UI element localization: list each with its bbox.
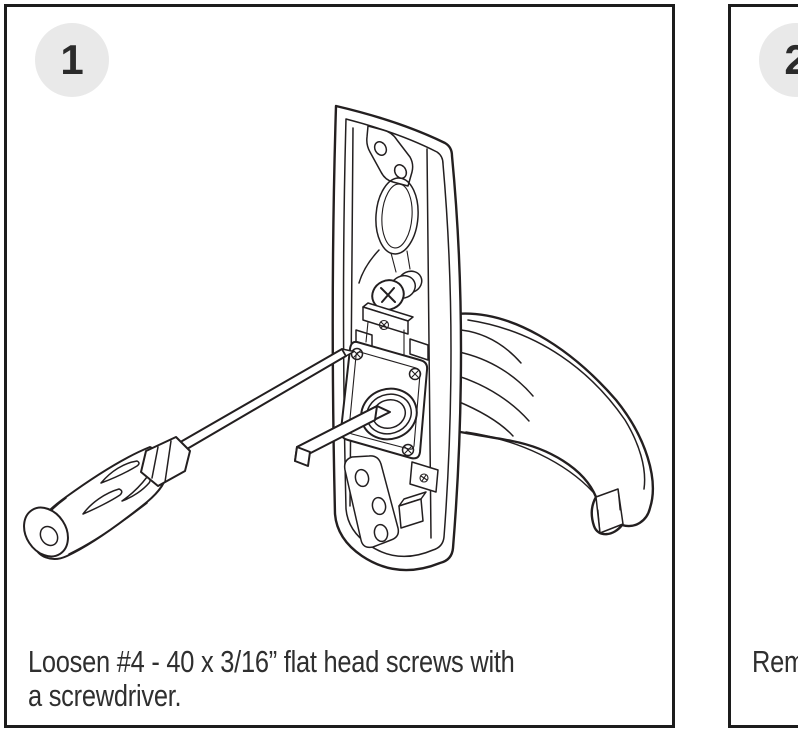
step-2-number-badge: 2 [759,23,798,97]
step-1-caption: Loosen #4 - 40 x 3/16” flat head screws … [28,645,515,713]
step-2-caption: Rem [752,645,798,679]
spring-cage-plate [339,340,429,460]
step-1-number: 1 [60,36,84,83]
lever-handle [453,312,654,536]
step-2-panel: 2 Rem [728,4,798,728]
step-2-number: 2 [784,36,798,83]
screwdriver-tip [341,348,355,357]
mounting-bracket [343,455,400,549]
screwdriver [23,348,355,560]
step-2-caption-line-1: Rem [752,644,798,679]
spindle-shaft [294,405,391,467]
step-1-caption-line-2: a screwdriver. [28,678,182,713]
installation-illustration [23,104,654,572]
step-1-number-badge: 1 [35,23,109,97]
escutcheon-plate [331,104,463,572]
pan-head-screw [371,270,423,311]
step-1-panel: 1 [4,4,675,728]
step-1-caption-line-1: Loosen #4 - 40 x 3/16” flat head screws … [28,644,515,679]
